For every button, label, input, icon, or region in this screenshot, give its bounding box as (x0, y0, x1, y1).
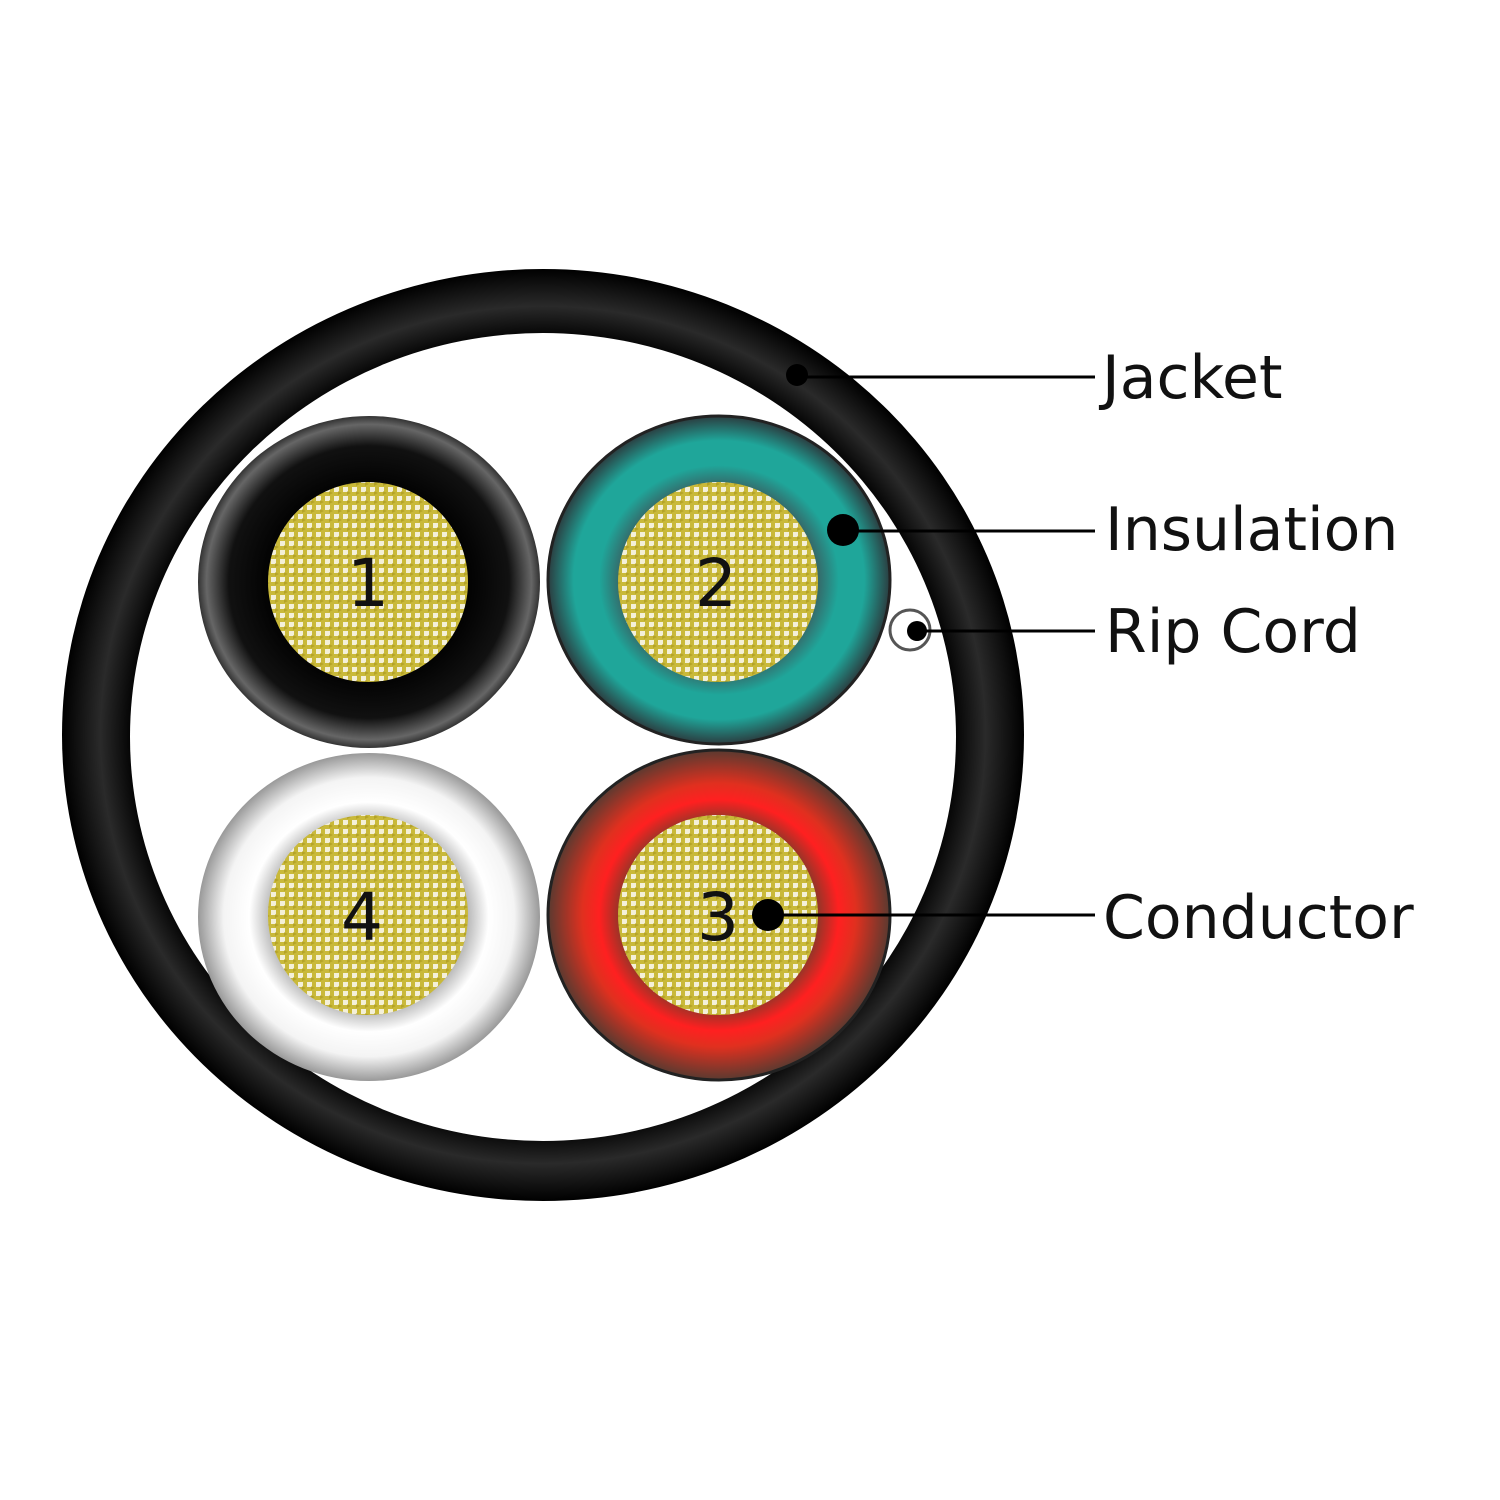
conductor-1: 1 (198, 416, 540, 748)
conductor-number-1: 1 (347, 545, 389, 622)
callout-conductor: Conductor (752, 883, 1414, 953)
conductor-2: 2 (546, 414, 892, 746)
label-conductor: Conductor (1103, 883, 1414, 953)
callout-insulation: Insulation (827, 495, 1398, 565)
callout-jacket: Jacket (786, 343, 1283, 413)
conductor-number-4: 4 (341, 879, 383, 956)
conductor-number-3: 3 (697, 879, 739, 956)
label-rip-cord: Rip Cord (1105, 597, 1361, 667)
conductor-number-2: 2 (695, 545, 737, 622)
callout-rip-cord: Rip Cord (907, 597, 1361, 667)
jacket (62, 269, 1024, 1201)
label-jacket: Jacket (1098, 343, 1283, 413)
label-insulation: Insulation (1105, 495, 1398, 565)
conductor-4: 4 (198, 753, 540, 1081)
conductor-3: 3 (546, 748, 892, 1082)
